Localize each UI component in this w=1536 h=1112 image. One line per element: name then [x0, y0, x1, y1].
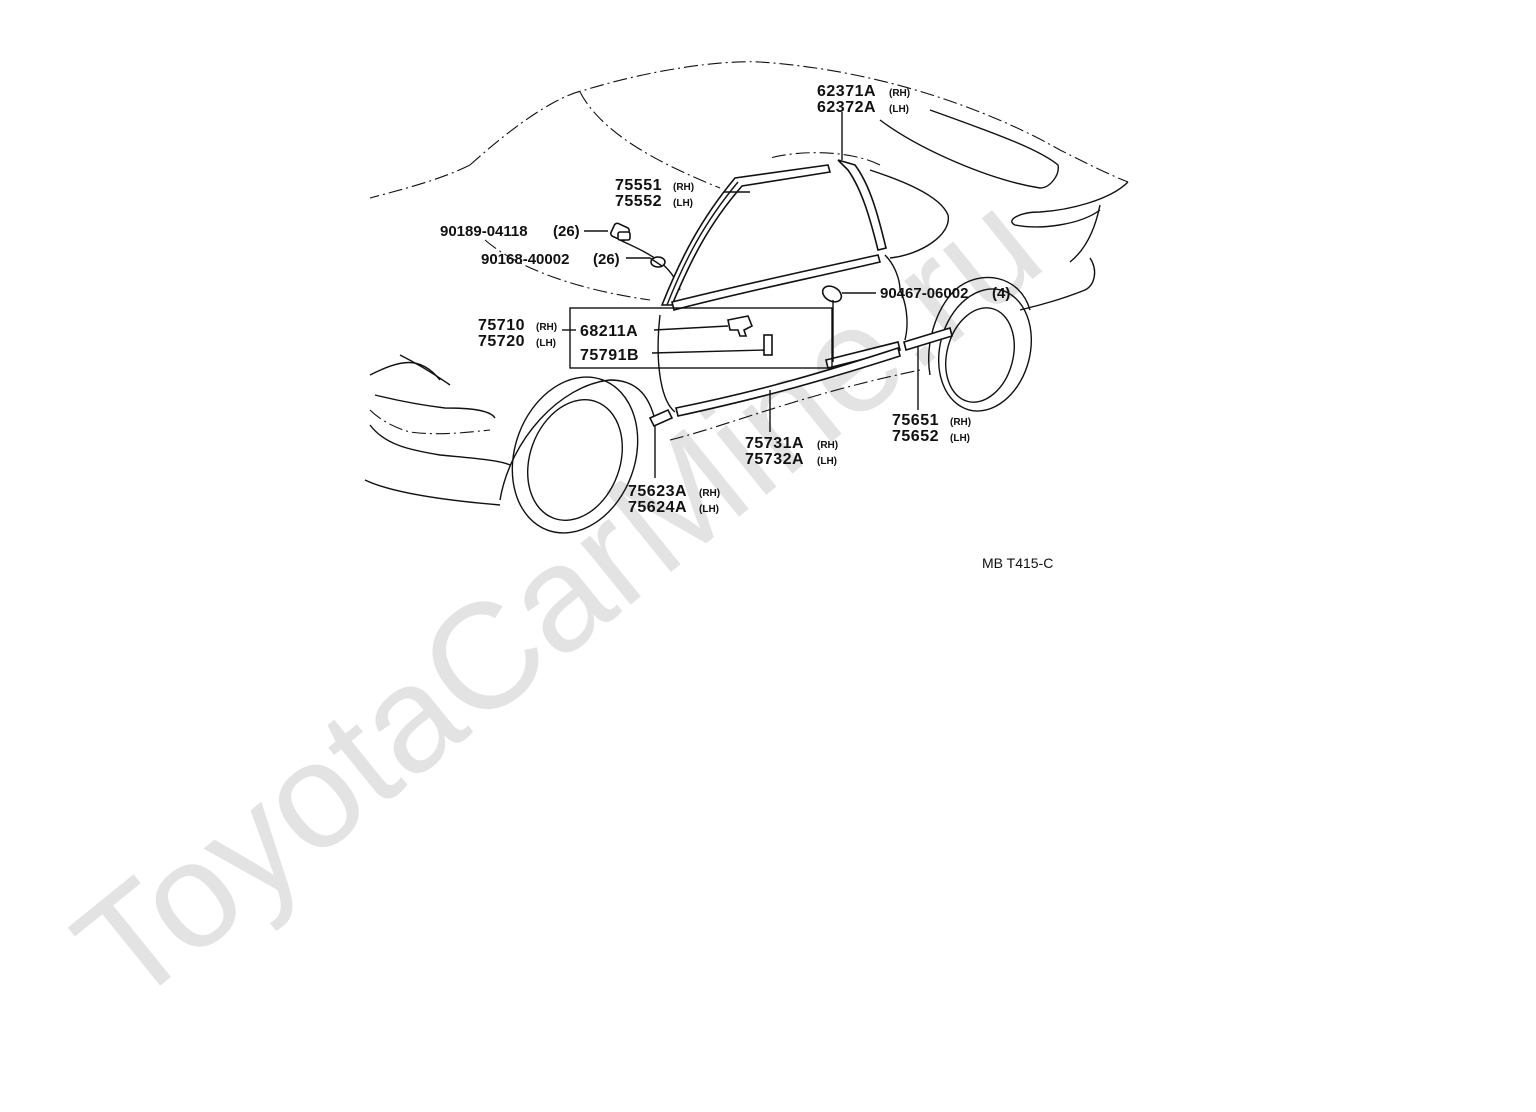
clip-a-part[interactable] [609, 222, 631, 242]
leader-lines [562, 112, 919, 478]
tag-rh: (RH) [699, 488, 720, 499]
door-sub-a-part[interactable] [727, 315, 754, 337]
door-clip-part[interactable] [820, 283, 844, 305]
door-sub-b-part[interactable] [763, 334, 773, 356]
pn-62371a: 62371A [817, 83, 876, 100]
pn-90189-04118: 90189-04118 [440, 223, 528, 240]
pn-75731a: 75731A [745, 435, 804, 452]
pn-75791b: 75791B [580, 347, 639, 364]
pn-75624a: 75624A [628, 499, 687, 516]
pn-75652: 75652 [892, 428, 939, 445]
diagram-reference: MB T415-C [982, 555, 1053, 571]
pn-75651: 75651 [892, 412, 939, 429]
qty-26: (26) [553, 223, 580, 240]
tag-lh: (LH) [699, 504, 719, 515]
callout-clip-a: 90189-04118 (26) [440, 223, 580, 240]
tag-rh: (RH) [950, 417, 971, 428]
callout-clip-b: 90168-40002 (26) [481, 251, 620, 268]
rear-side-moulding-part[interactable] [903, 326, 953, 352]
pn-75552: 75552 [615, 193, 662, 210]
pn-90168-40002: 90168-40002 [481, 251, 569, 268]
belt-moulding-part[interactable] [671, 254, 881, 311]
tag-rh: (RH) [673, 182, 694, 193]
tag-rh: (RH) [817, 440, 838, 451]
parts-group [609, 159, 953, 428]
pn-75623a: 75623A [628, 483, 687, 500]
callout-door-clip: 90467-06002 (4) [880, 285, 1010, 302]
qty-26: (26) [593, 251, 620, 268]
callout-door-moulding: 75710 (RH) 75720 (LH) [478, 317, 557, 350]
pn-68211a: 68211A [580, 323, 638, 340]
tag-lh: (LH) [889, 104, 909, 115]
pn-62372a: 62372A [817, 99, 876, 116]
pn-75710: 75710 [478, 317, 525, 334]
callout-quarter-window-moulding: 62371A (RH) 62372A (LH) [817, 83, 910, 116]
pn-75551: 75551 [615, 177, 662, 194]
rocker-moulding-part[interactable] [675, 346, 901, 417]
callout-rear-side-moulding: 75651 (RH) 75652 (LH) [892, 412, 971, 445]
callout-windshield-moulding: 75551 (RH) 75552 (LH) [615, 177, 694, 210]
qty-4: (4) [992, 285, 1010, 302]
callout-front-fender-moulding: 75623A (RH) 75624A (LH) [628, 483, 720, 516]
callout-door-subparts: 68211A 75791B [580, 323, 639, 364]
pn-75732a: 75732A [745, 451, 804, 468]
door-lower-moulding-part[interactable] [825, 341, 901, 369]
car-body-outline [364, 61, 1129, 534]
tag-rh: (RH) [889, 88, 910, 99]
tag-lh: (LH) [536, 338, 556, 349]
callout-rocker-moulding: 75731A (RH) 75732A (LH) [745, 435, 838, 468]
pn-90467-06002: 90467-06002 [880, 285, 968, 302]
tag-rh: (RH) [536, 322, 557, 333]
quarter-window-moulding-part[interactable] [837, 159, 887, 251]
front-fender-moulding-part[interactable] [648, 408, 674, 428]
pn-75720: 75720 [478, 333, 525, 350]
tag-lh: (LH) [817, 456, 837, 467]
clip-b-part[interactable] [649, 256, 666, 268]
tag-lh: (LH) [673, 198, 693, 209]
tag-lh: (LH) [950, 433, 970, 444]
